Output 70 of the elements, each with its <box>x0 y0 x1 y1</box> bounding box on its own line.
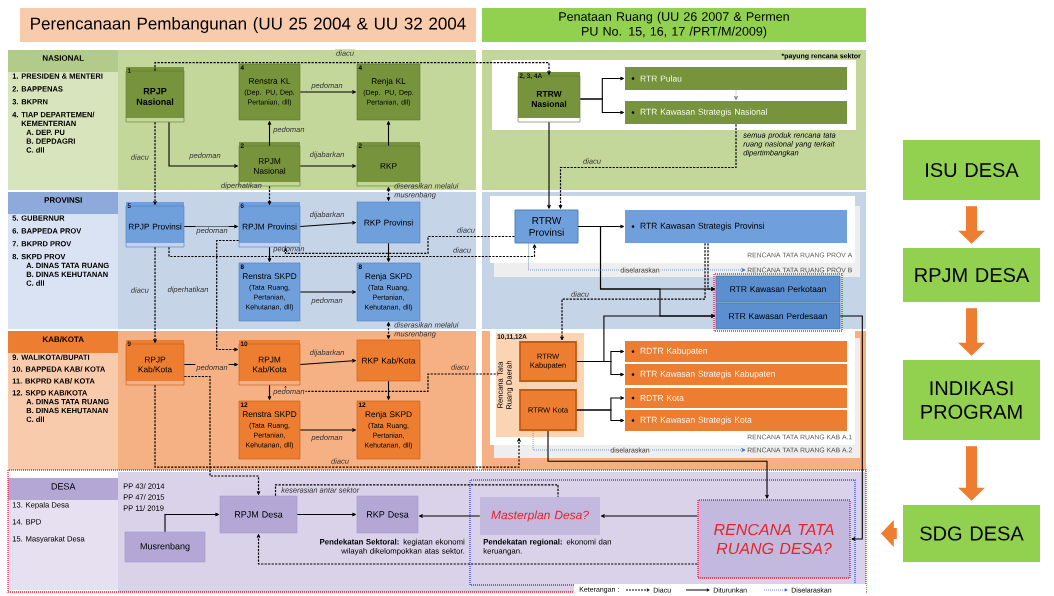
plan-bar: RTR Kawasan Strategis Kabupaten <box>625 364 847 385</box>
arrow <box>299 290 357 294</box>
process-box: Masterplan Desa? <box>480 497 600 535</box>
arrow <box>299 428 357 432</box>
arrow <box>164 512 220 533</box>
process-box: RTRW Provinsi <box>514 209 579 244</box>
dashed-arrow <box>734 89 738 101</box>
arrow <box>579 98 625 115</box>
plan-bar: RTR Pulau <box>625 67 847 90</box>
stage-box: INDIKASI PROGRAM <box>903 360 1040 440</box>
plan-bar: RDTR Kabupaten <box>625 341 847 362</box>
arrow <box>839 315 863 541</box>
process-box: RENCANA TATA RUANG DESA? <box>697 499 851 579</box>
plan-bar: RTR Kawasan Strategis Kota <box>625 410 847 431</box>
arrow <box>267 384 272 401</box>
arrow <box>168 121 239 168</box>
dashed-arrow <box>168 244 537 258</box>
node-label: RDTR Kabupaten <box>640 347 707 356</box>
arrow <box>418 514 481 518</box>
arrow <box>299 220 357 228</box>
arrow <box>299 358 357 366</box>
stage-box: RPJM DESA <box>903 248 1040 302</box>
dashed-arrow <box>283 235 516 254</box>
node-label: RTR Kawasan Strategis Kota <box>640 416 752 425</box>
arrow <box>547 430 769 499</box>
arrow <box>576 409 625 423</box>
section-header: Perencanaan Pembangunan (UU 25 2004 & UU 32 2004 <box>20 8 476 42</box>
arrow <box>299 164 357 168</box>
dashed-arrow <box>153 246 157 344</box>
dashed-arrow <box>154 384 521 468</box>
node-label: RTR Kawasan Strategis Kabupaten <box>640 370 775 379</box>
stage-box: ISU DESA <box>903 140 1040 200</box>
process-box: Musrenbang <box>124 531 206 563</box>
arrow <box>267 120 272 147</box>
dashed-arrow <box>283 373 497 392</box>
dashed-arrow <box>558 123 737 209</box>
arrow <box>386 242 391 263</box>
process-box: RTR Kawasan Perkotaan <box>715 275 841 303</box>
dashed-arrow <box>154 62 551 76</box>
node-label: RDTR Kota <box>640 395 684 401</box>
dashed-arrow <box>216 239 240 352</box>
section-header: Penataan Ruang (UU 26 2007 & Permen PU No. 15, 16, 17 /PRT/M/2009) <box>482 8 866 42</box>
dashed-arrow <box>183 375 261 496</box>
process-box: RKP Kab/Kota <box>356 339 421 382</box>
dashed-arrow <box>528 243 746 273</box>
dashed-arrow <box>707 242 716 291</box>
stage-box: SDG DESA <box>903 505 1040 562</box>
arrow <box>386 380 391 401</box>
dashed-arrow <box>153 121 157 206</box>
dashed-arrow <box>256 533 698 565</box>
dashed-arrow <box>532 430 746 452</box>
process-box: RKP Provinsi <box>356 201 421 244</box>
dashed-arrow <box>560 242 706 341</box>
arrow <box>386 120 391 147</box>
arrow <box>267 246 272 263</box>
arrow <box>600 514 698 518</box>
arrow <box>296 512 357 517</box>
process-box: RTR Kawasan Perdesaan <box>715 302 841 330</box>
dashed-arrow <box>386 186 391 202</box>
plan-bar: RTR Kawasan Strategis Provinsi <box>625 210 847 243</box>
plan-bar: RTR Kawasan Strategis Nasional <box>625 101 847 124</box>
plan-bar: RDTR Kota <box>625 388 847 408</box>
arrow <box>183 224 239 229</box>
dashed-arrow <box>386 321 391 340</box>
process-box: RPJM Desa <box>219 495 298 534</box>
arrow <box>299 90 357 94</box>
process-box: RKP Desa <box>356 495 419 534</box>
arrow <box>576 360 625 377</box>
arrow <box>547 121 551 209</box>
dashed-arrow <box>267 185 272 206</box>
